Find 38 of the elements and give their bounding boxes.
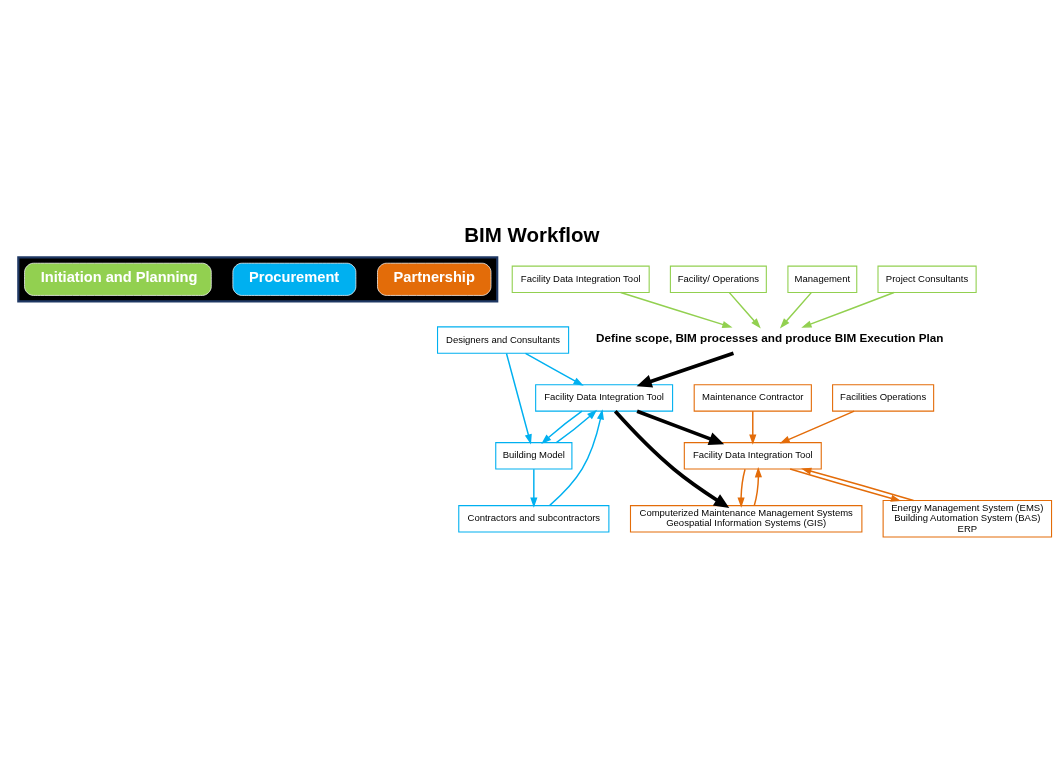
node-box: Maintenance Contractor [693,384,812,412]
arrow [779,410,855,444]
node-box: Initiation and Planning [24,262,212,296]
node-box: Computerized Maintenance Management Systems Geospatial Information Systems (GIS) [629,505,863,533]
node-box: Procurement [232,262,357,296]
arrow [613,410,730,508]
arrow [749,410,757,445]
node-box: Management [787,265,858,294]
cluster [17,256,499,303]
arrow [801,467,915,502]
node-box: Contractors and subcontractors [458,505,610,533]
arrow [728,291,761,329]
arrow [789,468,902,502]
node-box: Facility Data Integration Tool [511,265,650,294]
node-box: Partnership [377,262,492,296]
node-box: Facility Data Integration Tool [683,442,822,470]
node-box: Project Consultants [877,265,977,294]
arrow [737,468,746,508]
arrow [505,352,532,445]
node-box: Designers and Consultants [437,326,570,354]
arrow [753,467,762,507]
arrow [524,352,584,386]
node-text: Define scope, BIM processes and produce BIM Execution Plan [596,331,944,345]
arrow [636,409,725,446]
arrow [549,409,604,507]
arrow [801,291,895,328]
arrow [636,351,735,388]
arrow [555,409,598,444]
arrow [530,468,538,508]
arrow [541,410,583,445]
node-box: Energy Management System (EMS) Building Automation System (BAS) ERP [882,499,1053,538]
node-box: Facility/ Operations [669,265,767,294]
diagram-title: BIM Workflow [464,222,600,246]
node-box: Facility Data Integration Tool [535,384,674,412]
node-box: Building Model [495,442,573,470]
arrow [619,291,733,328]
arrow [779,291,813,329]
node-box: Facilities Operations [832,384,935,412]
